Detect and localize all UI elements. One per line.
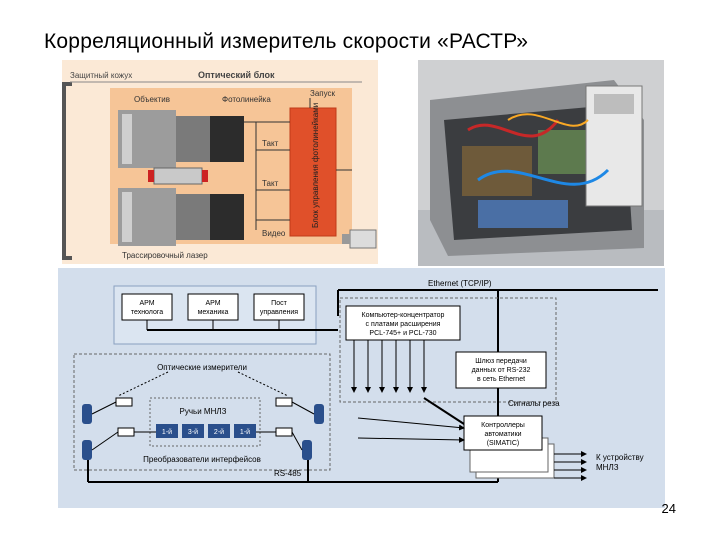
control-post-line2: управления xyxy=(260,309,298,316)
cut-signals-label: Сигналы реза xyxy=(508,399,560,408)
arm-mechanic-line1: АРМ xyxy=(205,300,220,307)
lens-label: Объектив xyxy=(134,95,170,104)
video-label: Видео xyxy=(262,229,286,238)
stream-box-4 xyxy=(234,424,256,438)
link-left-lower xyxy=(91,431,119,451)
stream-box-1 xyxy=(156,424,178,438)
arm-mechanic-box xyxy=(187,293,239,321)
converter-left-upper xyxy=(115,397,133,407)
upper-lens-barrel xyxy=(176,116,210,162)
stream-box-2 xyxy=(182,424,204,438)
clock-label-upper: Такт xyxy=(262,139,279,148)
pointer-right xyxy=(237,371,289,397)
concentrator-line3: PCL-745+ и PCL-730 xyxy=(369,330,436,337)
stream-label-3: 2-й xyxy=(214,428,224,436)
link-right-upper xyxy=(291,401,315,415)
stream-box-3 xyxy=(208,424,230,438)
power-supply-grille xyxy=(594,94,634,114)
housing-label: Защитный кожух xyxy=(70,71,132,80)
controllers-line2: автоматики xyxy=(484,431,521,438)
optical-block-diagram: Защитный кожух Оптический блок Объектив … xyxy=(62,60,378,264)
rs485-label: RS-485 xyxy=(274,469,302,478)
optical-block-svg: Защитный кожух Оптический блок Объектив … xyxy=(62,70,377,260)
gateway-line3: в сеть Ethernet xyxy=(477,376,525,383)
laser-right-marker xyxy=(202,170,208,182)
output-connector-plug xyxy=(342,234,350,244)
page-number: 24 xyxy=(661,501,676,516)
arm-technologist-line2: технолога xyxy=(131,309,163,316)
output-connector xyxy=(349,229,377,249)
system-scheme: Ethernet (TCP/IP) АРМ технолога АРМ меха… xyxy=(58,268,665,508)
hardware-photo xyxy=(418,60,664,266)
sensor-right-upper xyxy=(314,404,324,424)
link-right-lower xyxy=(291,431,303,451)
ribbon-cable xyxy=(478,200,568,228)
housing-bracket xyxy=(62,82,72,260)
photoline-label: Фотолинейка xyxy=(222,95,271,104)
stream-label-4: 1-й xyxy=(240,428,250,436)
controllers-line1: Контроллеры xyxy=(481,422,525,429)
control-block xyxy=(289,107,337,237)
laser-body xyxy=(153,167,203,185)
device-line1: К устройству xyxy=(596,453,644,462)
arm-technologist-line1: АРМ xyxy=(139,300,154,307)
slide-title: Корреляционный измеритель скорости «РАСТ… xyxy=(44,30,529,53)
control-post-line1: Пост xyxy=(271,300,287,307)
pointer-left xyxy=(117,371,169,397)
arm-mechanic-line2: механика xyxy=(198,309,229,316)
hardware-photo-svg xyxy=(418,60,664,266)
start-label: Запуск xyxy=(310,89,336,98)
gateway-box xyxy=(455,351,547,389)
lower-photoline xyxy=(210,194,244,240)
sensor-left-lower xyxy=(82,440,92,460)
gateway-line2: данных от RS-232 xyxy=(472,367,531,374)
mnlz-streams-label: Ручьи МНЛЗ xyxy=(180,407,227,416)
yellow-wire xyxy=(507,113,589,127)
ethernet-label: Ethernet (TCP/IP) xyxy=(428,279,492,288)
optical-meters-frame xyxy=(73,353,331,471)
system-scheme-svg: Ethernet (TCP/IP) АРМ технолога АРМ меха… xyxy=(73,279,658,483)
concentrator-line2: с платами расширения xyxy=(366,321,441,328)
optical-meters-label: Оптические измерители xyxy=(157,363,247,372)
lower-lens-highlight xyxy=(122,192,132,242)
blue-wire xyxy=(477,168,610,186)
converter-left-lower xyxy=(117,427,135,437)
controller-input-2 xyxy=(357,436,465,443)
control-block-label: Блок управления фотолинейками xyxy=(311,103,320,228)
concentrator-line1: Компьютер-концентратор xyxy=(362,312,445,319)
concentrator-group-frame xyxy=(339,297,557,403)
mnlz-streams-frame xyxy=(149,397,261,447)
device-line2: МНЛЗ xyxy=(596,463,619,472)
converter-right-lower xyxy=(275,427,293,437)
arm-technologist-box xyxy=(121,293,173,321)
stream-label-1: 1-й xyxy=(162,428,172,436)
red-wire xyxy=(467,119,560,138)
converter-right-upper xyxy=(275,397,293,407)
lower-lens-barrel xyxy=(176,194,210,240)
controllers-line3: (SIMATIC) xyxy=(487,440,520,447)
gateway-line1: Шлюз передачи xyxy=(475,358,527,365)
controllers-box xyxy=(463,415,543,451)
laser-left-marker xyxy=(148,170,154,182)
stream-label-2: 3-й xyxy=(188,428,198,436)
cut-signals-line xyxy=(423,397,465,425)
upper-lens-highlight xyxy=(122,114,132,164)
link-left-upper xyxy=(91,401,117,415)
control-post-box xyxy=(253,293,305,321)
controller-input-1 xyxy=(357,417,465,431)
concentrator-box xyxy=(345,305,461,341)
sensor-right-lower xyxy=(302,440,312,460)
upper-photoline xyxy=(210,116,244,162)
laser-label: Трассировочный лазер xyxy=(122,251,208,260)
clock-label-lower: Такт xyxy=(262,179,279,188)
sensor-left-upper xyxy=(82,404,92,424)
optical-block-label: Оптический блок xyxy=(198,70,275,80)
converters-label: Преобразователи интерфейсов xyxy=(143,455,261,464)
